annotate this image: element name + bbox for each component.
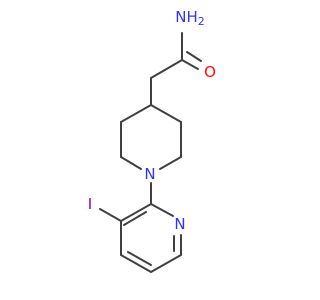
bond-py-c5-c6 xyxy=(150,254,182,273)
bond-py-c2-c3-inner xyxy=(123,211,147,226)
pyridine-nitrogen-label: N xyxy=(174,215,185,233)
bond-pip-c2r-n xyxy=(159,156,182,170)
bond-pip-n-c2l xyxy=(120,156,142,170)
bond-c-o-2 xyxy=(186,51,202,62)
bond-py-n-c2 xyxy=(150,203,174,217)
bond-py-c4-c5-inner xyxy=(127,251,152,266)
molecule-structure: NH2 O N I N xyxy=(88,8,216,273)
iodine-label: I xyxy=(88,195,92,213)
bond-pip-c3l-c4 xyxy=(120,104,152,123)
bond-py-c4-c5 xyxy=(120,254,152,273)
carbonyl-oxygen-label: O xyxy=(204,63,216,81)
bond-c-o-1 xyxy=(181,59,199,70)
amide-nh2-label: NH2 xyxy=(175,8,205,28)
bond-py-c2-c3 xyxy=(120,203,152,222)
bond-pip-c4-c3r xyxy=(150,104,182,123)
piperidine-nitrogen-label: N xyxy=(144,165,155,183)
bond-c-ch2 xyxy=(150,59,183,79)
bond-c3-iodine xyxy=(99,208,122,222)
